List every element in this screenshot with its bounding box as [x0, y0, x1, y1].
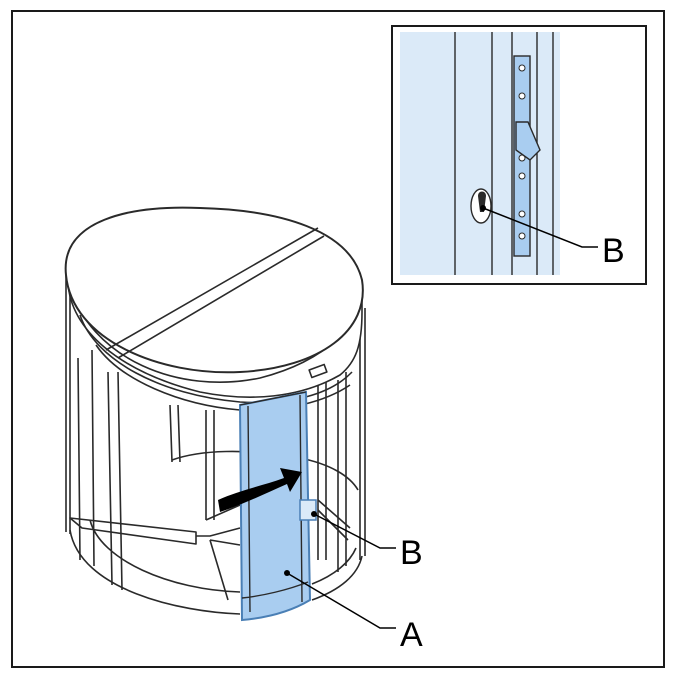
left-wall-post: [65, 262, 71, 534]
inner-wing-right: [317, 499, 351, 541]
inner-wing-left: [69, 517, 197, 545]
canopy-fixture: [308, 363, 328, 379]
inner-wing-floor: [209, 539, 241, 601]
inset-detail: B: [391, 25, 647, 285]
lock-latch: [515, 121, 541, 161]
callout-b-main: B: [400, 534, 423, 572]
right-mullions: [317, 372, 347, 572]
leader-line-b: [313, 513, 396, 549]
inset-leader-line: [482, 207, 598, 248]
faceplate-screw: [518, 92, 526, 100]
callout-a-main: A: [400, 616, 423, 654]
door-leaf-a-glass: [238, 390, 312, 622]
canopy-fascia-lower: [79, 314, 353, 404]
figure-frame: [11, 10, 665, 668]
door-leaf-a: [238, 390, 317, 622]
rotation-arrow-icon: [218, 468, 302, 512]
drum-bottom-ellipse: [69, 529, 363, 615]
drum-floor-inner: [89, 519, 357, 593]
faceplate-screw: [518, 172, 526, 180]
faceplate-screw: [518, 210, 526, 218]
inner-wing-center: [196, 504, 241, 537]
revolving-door: [64, 206, 366, 615]
canopy-seam: [105, 227, 325, 359]
door-leaf-a-frame: [239, 391, 309, 613]
canopy-fascia: [67, 281, 363, 398]
leader-line-a: [286, 572, 396, 629]
faceplate-screw: [518, 64, 526, 72]
faceplate-screw: [518, 232, 526, 240]
callout-b-inset: B: [602, 232, 625, 270]
right-wall-post: [359, 308, 366, 560]
faceplate-screws: [518, 64, 526, 240]
left-mullions: [77, 349, 215, 591]
lock-marker-b: [299, 499, 317, 521]
inset-frame-profiles: [454, 32, 554, 275]
